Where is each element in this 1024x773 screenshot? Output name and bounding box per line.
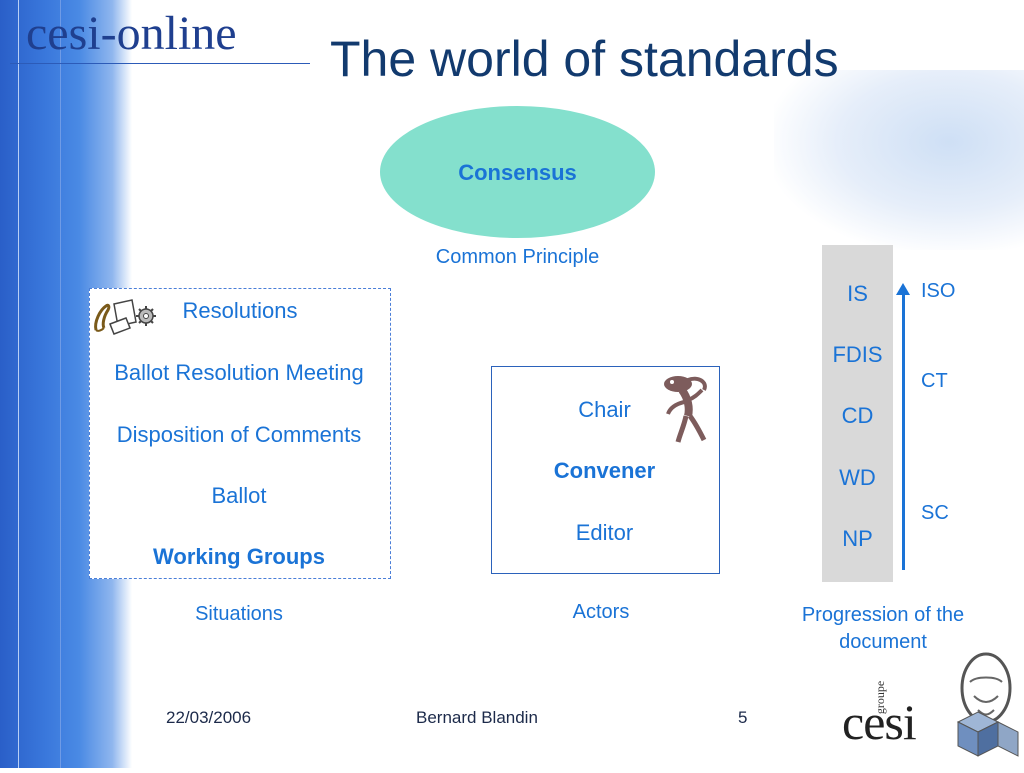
footer-date: 22/03/2006 xyxy=(166,708,252,727)
situation-resolutions: Resolutions xyxy=(182,298,298,323)
actors-caption: Actors xyxy=(572,601,630,623)
footer-author: Bernard Blandin xyxy=(416,708,538,727)
progression-caption: Progression of the document xyxy=(770,602,996,656)
decorative-watermark xyxy=(774,70,1024,250)
arrow-up-icon xyxy=(896,283,910,295)
cesi-logo-icon xyxy=(838,652,1024,768)
situation-ballot-resolution-meeting: Ballot Resolution Meeting xyxy=(114,360,364,385)
logo-part-2: online xyxy=(116,7,237,60)
common-principle-caption: Common Principle xyxy=(435,246,600,268)
stage-np: NP xyxy=(842,526,873,551)
quill-paper-gear-icon xyxy=(92,294,158,338)
logo-text: cesi-online xyxy=(26,6,237,62)
stage-is: IS xyxy=(847,281,868,306)
consensus-ellipse xyxy=(380,106,655,238)
progression-caption-line1: Progression of the xyxy=(801,604,965,626)
stage-cd: CD xyxy=(841,403,874,428)
situations-caption: Situations xyxy=(195,603,283,625)
actor-convener: Convener xyxy=(553,458,656,483)
stage-fdis: FDIS xyxy=(832,342,883,367)
progression-arrow-line xyxy=(902,292,905,570)
situation-disposition-of-comments: Disposition of Comments xyxy=(116,422,362,447)
logo-part-1: cesi xyxy=(26,7,101,60)
logo-cesi-brand: cesi xyxy=(842,694,917,750)
situation-working-groups: Working Groups xyxy=(153,544,325,569)
actor-chair: Chair xyxy=(578,397,631,422)
situations-box xyxy=(89,288,391,579)
consensus-label: Consensus xyxy=(458,160,577,185)
footer-page-number: 5 xyxy=(738,708,748,727)
figure-thinking-icon xyxy=(658,372,714,446)
side-label-sc: SC xyxy=(921,502,949,524)
header-rule xyxy=(10,63,310,64)
logo-dash: - xyxy=(100,7,117,60)
progression-column xyxy=(822,245,893,582)
stage-wd: WD xyxy=(839,465,876,490)
page-title: The world of standards xyxy=(330,31,839,87)
progression-caption-line2: document xyxy=(839,631,927,653)
situation-ballot: Ballot xyxy=(211,483,267,508)
side-label-ct: CT xyxy=(921,370,948,392)
side-label-iso: ISO xyxy=(921,280,956,302)
actor-editor: Editor xyxy=(575,520,634,545)
